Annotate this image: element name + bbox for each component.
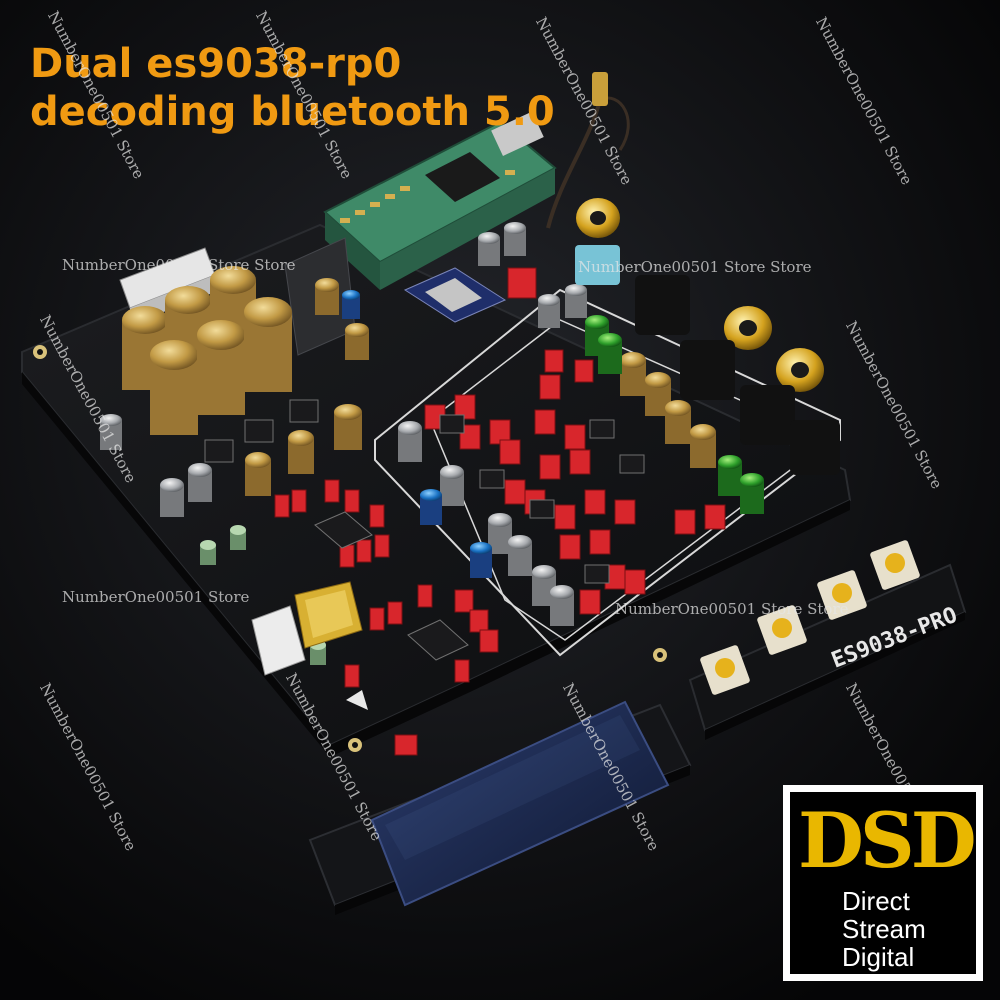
- watermark-store: NumberOne00501 Store Store: [578, 258, 812, 276]
- dsd-badge: DSD Direct Stream Digital: [783, 785, 983, 981]
- bluetooth-module: [403, 267, 507, 323]
- headline-line-2: decoding bluetooth 5.0: [30, 89, 555, 135]
- bluetooth-antenna: [546, 72, 630, 229]
- tactile-buttons: [700, 540, 920, 695]
- watermark-store: NumberOne00501 Store: [62, 588, 250, 606]
- watermark-store: NumberOne00501 Store Store: [615, 600, 849, 618]
- gold-capacitor-bank: [122, 266, 292, 435]
- product-headline: Dual es9038-rp0 decoding bluetooth 5.0: [30, 40, 555, 136]
- oled-display-board: [308, 700, 692, 915]
- dac-chips: [204, 399, 645, 661]
- dsd-line-digital: Digital: [842, 942, 915, 972]
- small-capacitors: [100, 222, 764, 665]
- watermark-store: NumberOne00501 Store Store: [62, 256, 296, 274]
- silkscreen-logo: [346, 690, 368, 710]
- red-film-capacitors: [274, 267, 726, 756]
- crystal-oscillator: [294, 581, 363, 649]
- dsd-line-stream: Stream: [842, 914, 926, 944]
- headline-line-1: Dual es9038-rp0: [30, 41, 402, 87]
- oled-screen: [370, 700, 670, 907]
- dsd-line-direct: Direct: [842, 886, 910, 916]
- dsd-logo: DSD: [798, 796, 977, 885]
- output-connectors: [575, 198, 840, 475]
- white-connector: [251, 605, 306, 676]
- usb-interface-module: [323, 111, 557, 290]
